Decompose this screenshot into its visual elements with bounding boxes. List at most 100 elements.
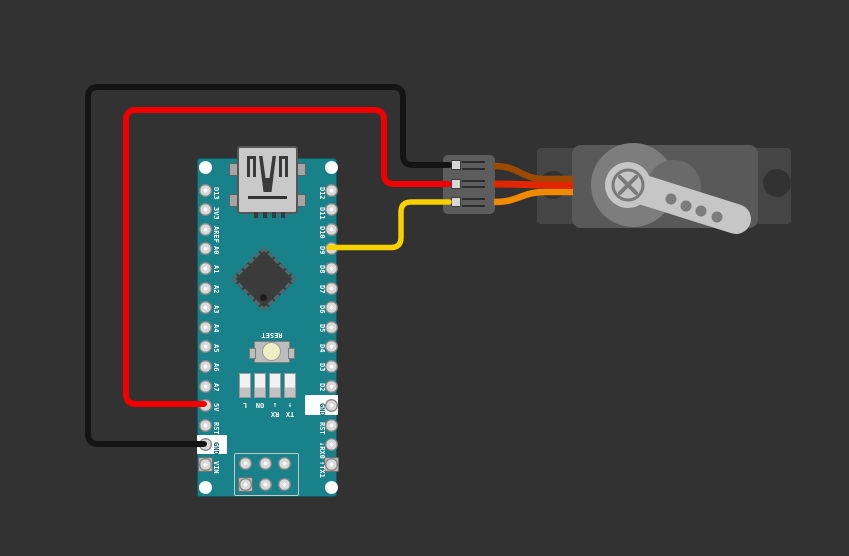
pin-left-A3[interactable] [198, 301, 212, 315]
servo-gear-circle [591, 143, 675, 227]
pin-right-D10[interactable] [325, 222, 338, 236]
connector-crimp [451, 160, 461, 170]
servo-wire-orange[interactable] [493, 188, 573, 206]
pin-label: GND [317, 402, 326, 416]
connector-slot [462, 179, 485, 182]
servo-mount-hole-right [763, 169, 791, 197]
pin-left-AREF[interactable] [198, 222, 212, 236]
pin-left-A1[interactable] [198, 261, 212, 275]
pin-label: 5V [212, 402, 220, 412]
servo-cable-connector[interactable] [443, 155, 495, 214]
icsp-pad[interactable] [258, 477, 272, 491]
pin-label: D4 [317, 343, 326, 353]
connector-slot [462, 186, 485, 188]
pin-label: D7 [317, 285, 326, 294]
pin-right-TX1[interactable] [325, 457, 338, 471]
pin-left-A5[interactable] [198, 340, 212, 354]
pin-label: VIN [212, 461, 220, 475]
pin-left-5V[interactable] [198, 399, 212, 413]
connector-slot [462, 204, 485, 207]
pin-label: RST [212, 422, 220, 435]
servo-horn-hub [605, 162, 651, 208]
servo-screw-cross [618, 175, 638, 195]
pin-left-A0[interactable] [198, 242, 212, 256]
pin-left-D13[interactable] [198, 183, 212, 197]
pin-label: D3 [317, 363, 326, 372]
icsp-pad[interactable] [277, 456, 291, 470]
pin-label: A0 [212, 245, 220, 255]
pin-right-D8[interactable] [325, 261, 338, 275]
servo-horn-arm[interactable] [613, 170, 751, 234]
pin-right-RST[interactable] [325, 418, 338, 432]
pin-right-D9[interactable] [325, 242, 338, 256]
servo-gear-circle-small [647, 160, 701, 214]
connector-slot [462, 167, 485, 170]
servo-screw-ring [611, 168, 645, 202]
servo-mount-hole-left [539, 171, 567, 199]
pin-right-D11[interactable] [325, 203, 338, 217]
pin-label: A1 [212, 265, 220, 274]
pin-label: RST [317, 422, 326, 435]
pin-left-RST[interactable] [198, 418, 212, 432]
pin-label: D13 [212, 187, 220, 200]
pin-label: D6 [317, 304, 326, 314]
pin-left-VIN[interactable] [198, 457, 212, 471]
pin-label: D5 [317, 324, 326, 333]
servo-horn-hole [695, 205, 707, 217]
servo-horn-hole [711, 211, 723, 223]
pin-label: D10 [317, 226, 326, 239]
icsp-pad[interactable] [238, 477, 252, 491]
pin-left-A2[interactable] [198, 281, 212, 295]
pin-label: D11 [317, 206, 326, 220]
servo-body[interactable] [572, 145, 758, 228]
servo-motor[interactable] [530, 130, 810, 240]
pin-right-D4[interactable] [325, 340, 338, 354]
pin-right-GND[interactable] [325, 399, 338, 413]
pin-right-D2[interactable] [325, 379, 338, 393]
pin-label: A5 [212, 343, 220, 353]
pin-label: AREF [212, 226, 220, 244]
pin-label: A2 [212, 285, 220, 294]
pin-label: D12 [317, 187, 326, 200]
pin-label: GND [212, 441, 220, 455]
pin-left-3V3[interactable] [198, 203, 212, 217]
pin-label: D8 [317, 265, 326, 274]
servo-horn-hole [665, 193, 677, 205]
pin-left-A4[interactable] [198, 320, 212, 334]
pin-label: ↑TX1 [317, 461, 326, 479]
pin-left-A7[interactable] [198, 379, 212, 393]
icsp-pad[interactable] [277, 477, 291, 491]
pin-label: A3 [212, 304, 220, 314]
pin-label: A7 [212, 383, 220, 392]
icsp-pad[interactable] [238, 456, 252, 470]
pin-label: ↓RX0 [317, 441, 326, 459]
signal-wire[interactable] [326, 199, 452, 251]
board-mount-hole [324, 480, 338, 494]
board-mount-hole [198, 480, 212, 494]
connector-crimp [451, 178, 461, 189]
icsp-header [234, 453, 299, 496]
pin-left-GND[interactable] [198, 438, 212, 452]
pin-right-D6[interactable] [325, 301, 338, 315]
pin-right-D12[interactable] [325, 183, 338, 197]
pin-left-A6[interactable] [198, 359, 212, 373]
pin-label: 3V3 [212, 206, 220, 220]
icsp-pad[interactable] [258, 456, 272, 470]
servo-mount-flange [537, 148, 791, 224]
servo-wire-brown[interactable] [493, 162, 573, 183]
pin-right-RX0[interactable] [325, 438, 338, 452]
servo-wire-red[interactable] [493, 180, 574, 189]
connector-slot [462, 198, 485, 200]
connector-crimp [451, 197, 461, 207]
servo-screw-cross [618, 175, 638, 195]
pin-label: D9 [317, 245, 326, 255]
pin-right-D7[interactable] [325, 281, 338, 295]
pin-right-D5[interactable] [325, 320, 338, 334]
servo-horn-hole [680, 200, 692, 212]
pin-label: A6 [212, 363, 220, 372]
pin-right-D3[interactable] [325, 359, 338, 373]
